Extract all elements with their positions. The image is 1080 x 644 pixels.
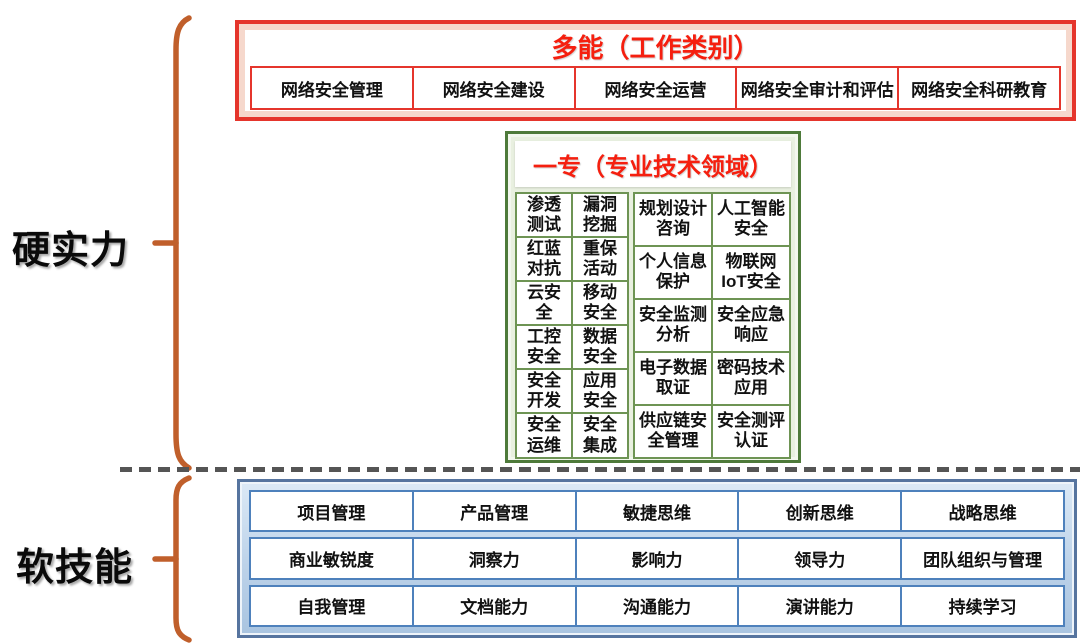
soft-skills-row: 商业敏锐度 洞察力 影响力 领导力 团队组织与管理 — [249, 537, 1065, 580]
specialty-cell: 供应链安全管理 — [635, 405, 711, 457]
soft-skill-cell: 影响力 — [574, 539, 738, 578]
soft-skills-label: 软技能 — [16, 547, 134, 589]
soft-skill-cell: 项目管理 — [297, 503, 366, 523]
hard-skills-brace — [152, 15, 192, 471]
soft-skill-cell: 商业敏锐度 — [288, 550, 374, 570]
work-categories-row: 网络安全管理 网络安全建设 网络安全运营 网络安全审计和评估 网络安全科研教育 — [250, 66, 1061, 110]
soft-skill-cell: 战略思维 — [900, 492, 1063, 531]
specialty-cell: 安全应急响应 — [713, 299, 789, 351]
soft-skill-cell: 团队组织与管理 — [900, 539, 1063, 578]
specialty-cell: 安全集成 — [573, 414, 627, 457]
specialty-cell: 安全运维 — [517, 414, 571, 457]
work-category-cell: 网络安全建设 — [411, 68, 574, 108]
work-category-cell: 网络安全管理 — [280, 80, 383, 100]
work-categories-title: 多能（工作类别） — [250, 32, 1061, 66]
soft-skill-cell: 洞察力 — [411, 539, 575, 578]
work-category-cell: 网络安全科研教育 — [897, 68, 1059, 108]
specialty-title: 一专（专业技术领域） — [515, 141, 791, 187]
specialty-cell: 安全测评认证 — [713, 405, 789, 457]
specialty-cell: 电子数据取证 — [635, 352, 711, 404]
soft-skill-cell: 敏捷思维 — [574, 492, 738, 531]
soft-skills-row: 项目管理 产品管理 敏捷思维 创新思维 战略思维 — [249, 490, 1065, 533]
specialty-cell: 云安全 — [517, 282, 571, 325]
soft-skills-panel: 项目管理 产品管理 敏捷思维 创新思维 战略思维 商业敏锐度 洞察力 影响力 领… — [237, 479, 1077, 638]
soft-skill-cell: 创新思维 — [737, 492, 900, 531]
specialty-cell: 安全监测分析 — [635, 299, 711, 351]
specialty-cell: 个人信息保护 — [635, 246, 711, 298]
specialty-cell: 数据安全 — [573, 326, 627, 369]
specialty-right-grid: 规划设计咨询 人工智能安全 个人信息保护 物联网IoT安全 安全监测分析 安全应… — [633, 192, 791, 459]
soft-skills-brace — [152, 475, 192, 643]
hard-skills-label: 硬实力 — [12, 230, 130, 272]
work-category-cell: 网络安全运营 — [573, 68, 736, 108]
soft-skill-cell: 演讲能力 — [737, 586, 900, 625]
specialty-cell: 规划设计咨询 — [635, 194, 711, 245]
specialty-cell: 重保活动 — [573, 238, 627, 281]
specialty-cell: 工控安全 — [517, 326, 571, 369]
specialty-cell: 物联网IoT安全 — [713, 246, 789, 298]
specialty-cell: 应用安全 — [573, 370, 627, 413]
specialty-left-grid: 渗透测试 漏洞挖掘 红蓝对抗 重保活动 云安全 移动安全 工控安全 数据安全 安… — [515, 192, 629, 459]
specialty-cell: 漏洞挖掘 — [573, 194, 627, 237]
specialty-cell: 红蓝对抗 — [517, 238, 571, 281]
soft-skill-cell: 产品管理 — [411, 492, 575, 531]
soft-skill-cell: 持续学习 — [900, 586, 1063, 625]
specialty-cell: 人工智能安全 — [713, 194, 789, 245]
specialty-cell: 密码技术应用 — [713, 352, 789, 404]
specialty-cell: 安全开发 — [517, 370, 571, 413]
specialty-cell: 移动安全 — [573, 282, 627, 325]
specialty-panel: 一专（专业技术领域） 渗透测试 漏洞挖掘 红蓝对抗 重保活动 云安全 移动安全 … — [505, 131, 801, 463]
specialty-grids: 渗透测试 漏洞挖掘 红蓝对抗 重保活动 云安全 移动安全 工控安全 数据安全 安… — [515, 192, 791, 459]
specialty-cell: 渗透测试 — [517, 194, 571, 237]
section-divider — [120, 467, 1080, 472]
soft-skill-cell: 自我管理 — [297, 598, 366, 618]
soft-skill-cell: 领导力 — [737, 539, 900, 578]
soft-skills-row: 自我管理 文档能力 沟通能力 演讲能力 持续学习 — [249, 584, 1065, 627]
work-category-cell: 网络安全审计和评估 — [735, 68, 897, 108]
soft-skill-cell: 沟通能力 — [574, 586, 738, 625]
work-categories-panel: 多能（工作类别） 网络安全管理 网络安全建设 网络安全运营 网络安全审计和评估 … — [235, 20, 1076, 121]
soft-skill-cell: 文档能力 — [411, 586, 575, 625]
